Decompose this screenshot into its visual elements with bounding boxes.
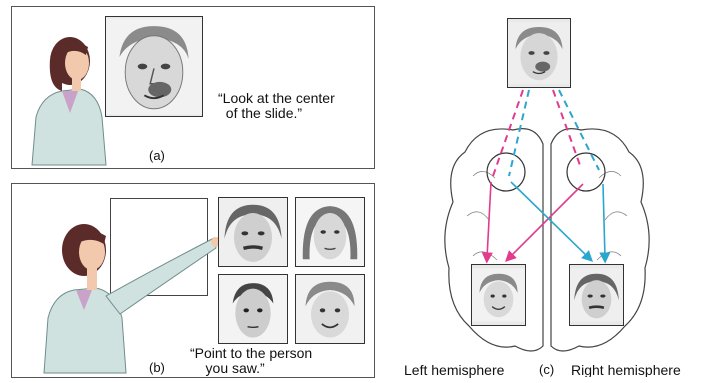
panel-b: “Point to the person you saw.” (b) bbox=[11, 183, 375, 378]
woman-pointing-figure bbox=[36, 198, 216, 373]
instruction-quote-a: “Look at the center of the slide.” bbox=[218, 91, 335, 121]
solid-path-pink-left bbox=[487, 182, 491, 258]
panel-c: Left hemisphere (c) Right hemisphere bbox=[383, 6, 698, 378]
panel-label-c: (c) bbox=[539, 363, 554, 377]
face-choice-4[interactable] bbox=[295, 274, 365, 344]
left-hemisphere-face bbox=[471, 264, 526, 326]
slide-chimeric-face bbox=[105, 16, 203, 117]
left-chiasm-circle bbox=[487, 153, 525, 191]
panel-label-a: (a) bbox=[149, 149, 165, 163]
dashed-path-pink-1 bbox=[493, 90, 523, 176]
instruction-quote-b: “Point to the person you saw.” bbox=[190, 346, 312, 376]
solid-path-blue-cross bbox=[511, 182, 589, 258]
woman-figure bbox=[22, 25, 112, 165]
face-choice-2[interactable] bbox=[295, 197, 365, 267]
right-chiasm-circle bbox=[567, 153, 605, 191]
solid-path-blue-right bbox=[603, 184, 605, 258]
panel-a: “Look at the center of the slide.” (a) bbox=[11, 6, 375, 169]
brain-diagram bbox=[383, 6, 698, 378]
left-hemisphere-label: Left hemisphere bbox=[404, 363, 504, 377]
solid-path-pink-cross bbox=[509, 184, 583, 258]
panel-label-b: (b) bbox=[149, 361, 165, 375]
right-hemisphere-label: Right hemisphere bbox=[571, 363, 698, 377]
face-choice-1[interactable] bbox=[218, 197, 288, 267]
right-hemisphere-face bbox=[569, 264, 624, 326]
face-choice-3[interactable] bbox=[218, 274, 288, 344]
